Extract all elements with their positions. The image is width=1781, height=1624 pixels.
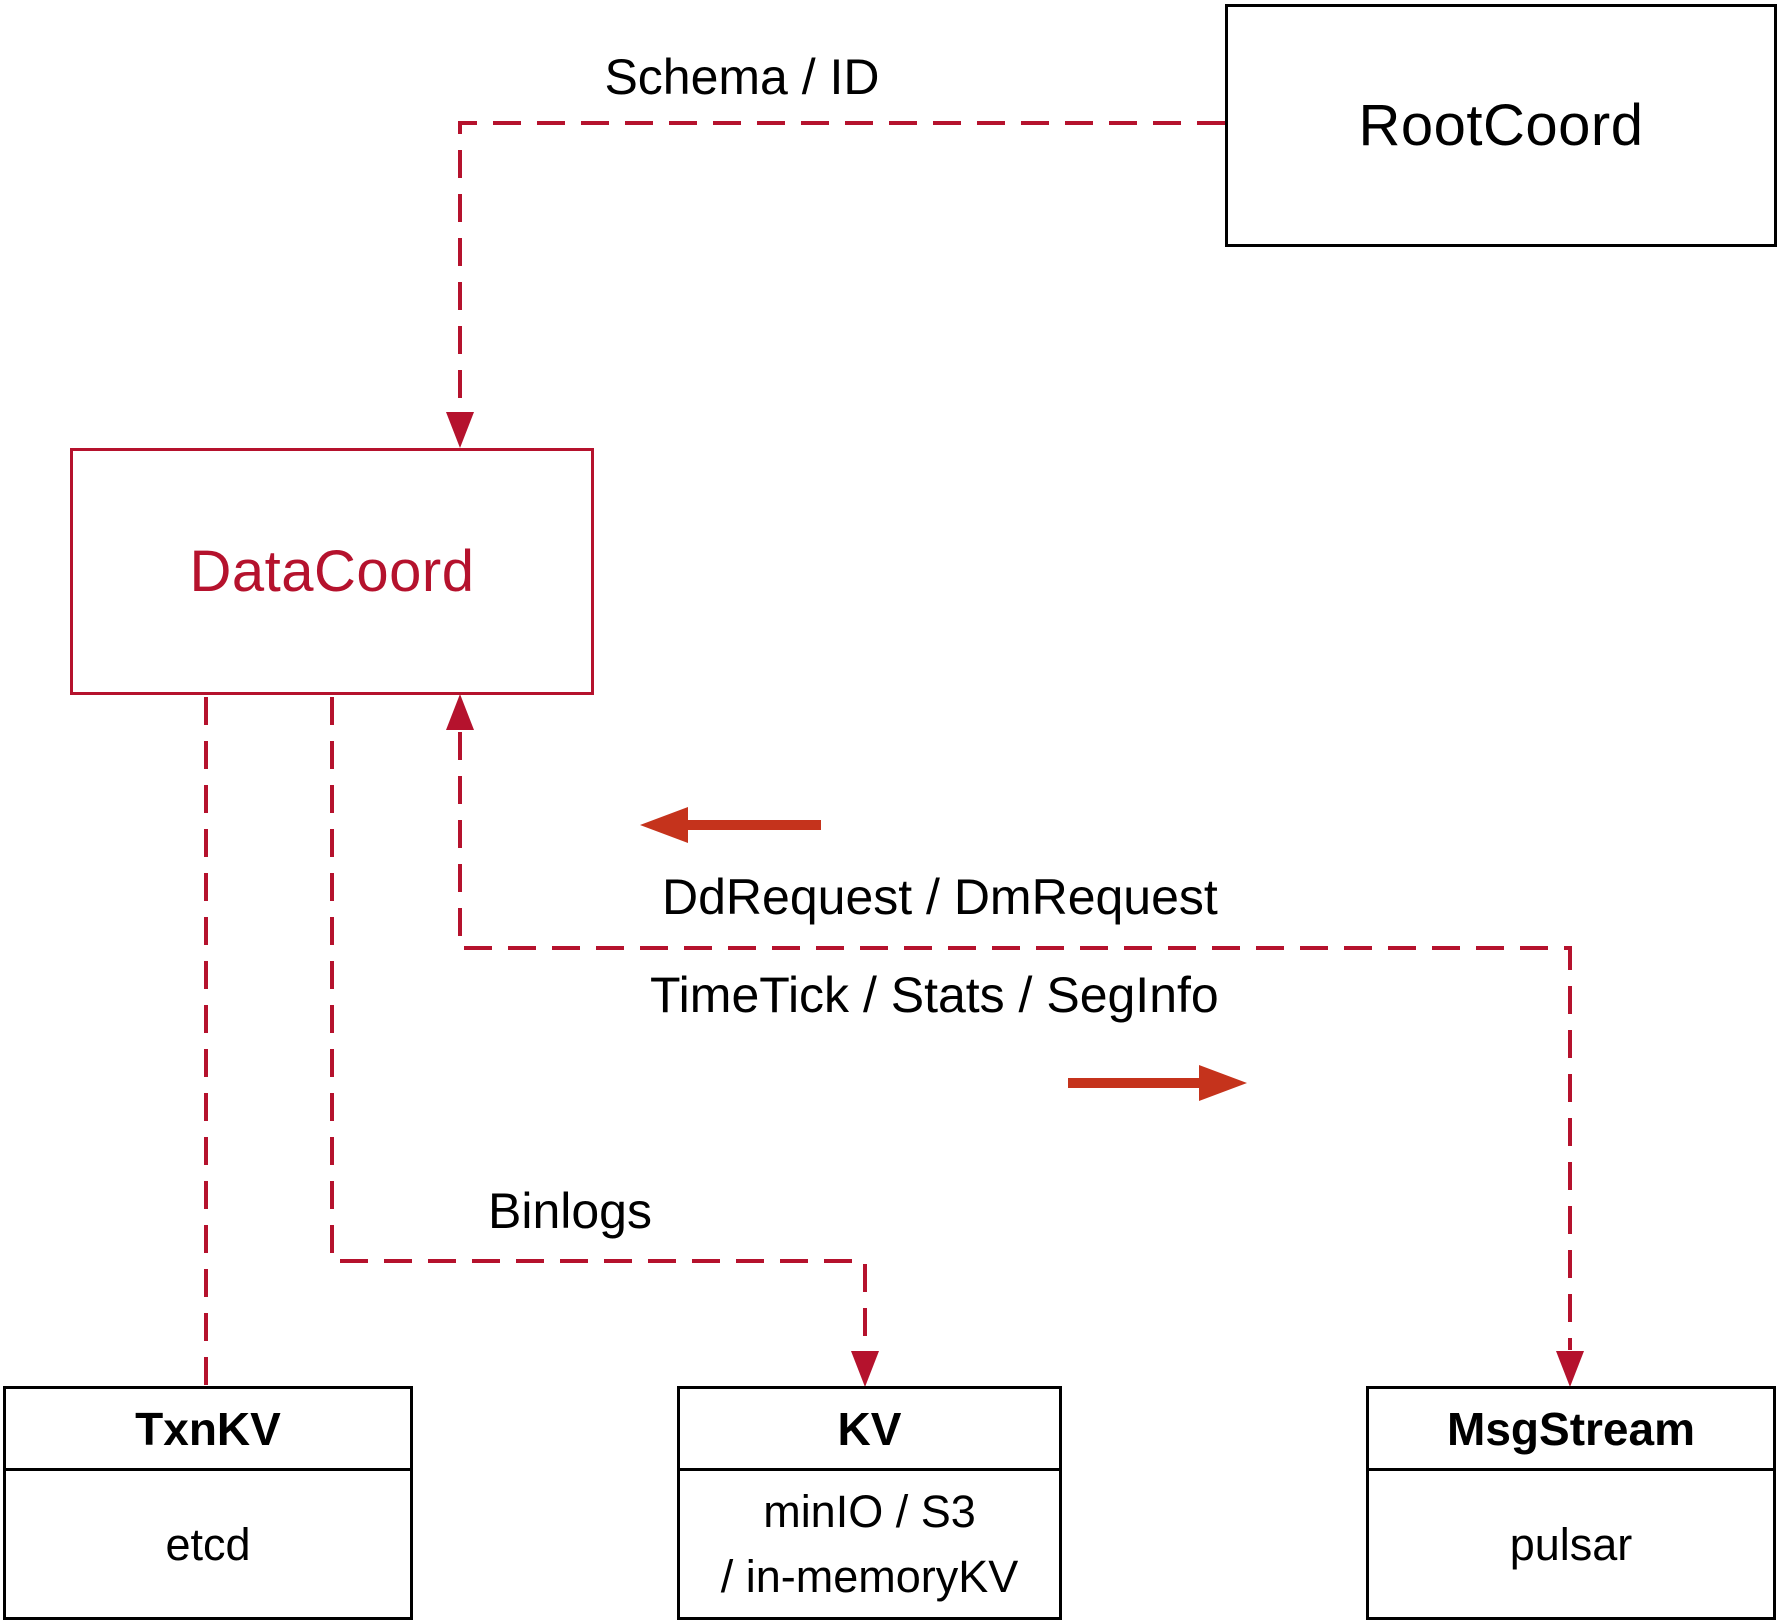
node-kv: KV minIO / S3 / in-memoryKV — [677, 1386, 1062, 1620]
arrowhead-into-msgstream-top-icon — [1556, 1351, 1584, 1387]
edge-label-ddrequest-dmrequest: DdRequest / DmRequest — [662, 869, 1218, 925]
node-msgstream-subtitle: pulsar — [1509, 1518, 1633, 1570]
right-direction-arrow-icon — [1068, 1065, 1247, 1101]
edge-datacoord-msgstream-line — [458, 732, 1572, 1350]
node-txnkv: TxnKV etcd — [3, 1386, 413, 1620]
arrowhead-into-datacoord-bottom-icon — [446, 694, 474, 730]
node-msgstream: MsgStream pulsar — [1366, 1386, 1776, 1620]
edge-schema-id-line — [458, 121, 1225, 410]
arrowhead-into-kv-top-icon — [851, 1351, 879, 1387]
node-rootcoord-label: RootCoord — [1358, 93, 1644, 158]
edge-label-binlogs: Binlogs — [488, 1183, 652, 1239]
edge-binlogs-line — [330, 697, 867, 1350]
arrowhead-into-datacoord-top-icon — [446, 412, 474, 448]
edge-label-timetick-stats-seginfo: TimeTick / Stats / SegInfo — [650, 967, 1219, 1023]
left-direction-arrow-icon — [640, 807, 821, 843]
node-datacoord-label: DataCoord — [189, 539, 475, 604]
node-txnkv-subtitle: etcd — [165, 1518, 251, 1570]
node-datacoord: DataCoord — [70, 448, 594, 695]
node-msgstream-title: MsgStream — [1369, 1389, 1773, 1471]
node-kv-subtitle-line2: / in-memoryKV — [720, 1551, 1019, 1602]
edge-label-schema-id: Schema / ID — [604, 49, 880, 105]
node-txnkv-title: TxnKV — [6, 1389, 410, 1471]
node-rootcoord: RootCoord — [1225, 4, 1777, 247]
node-kv-subtitle-line1: minIO / S3 — [763, 1486, 976, 1537]
node-kv-title: KV — [680, 1389, 1059, 1471]
